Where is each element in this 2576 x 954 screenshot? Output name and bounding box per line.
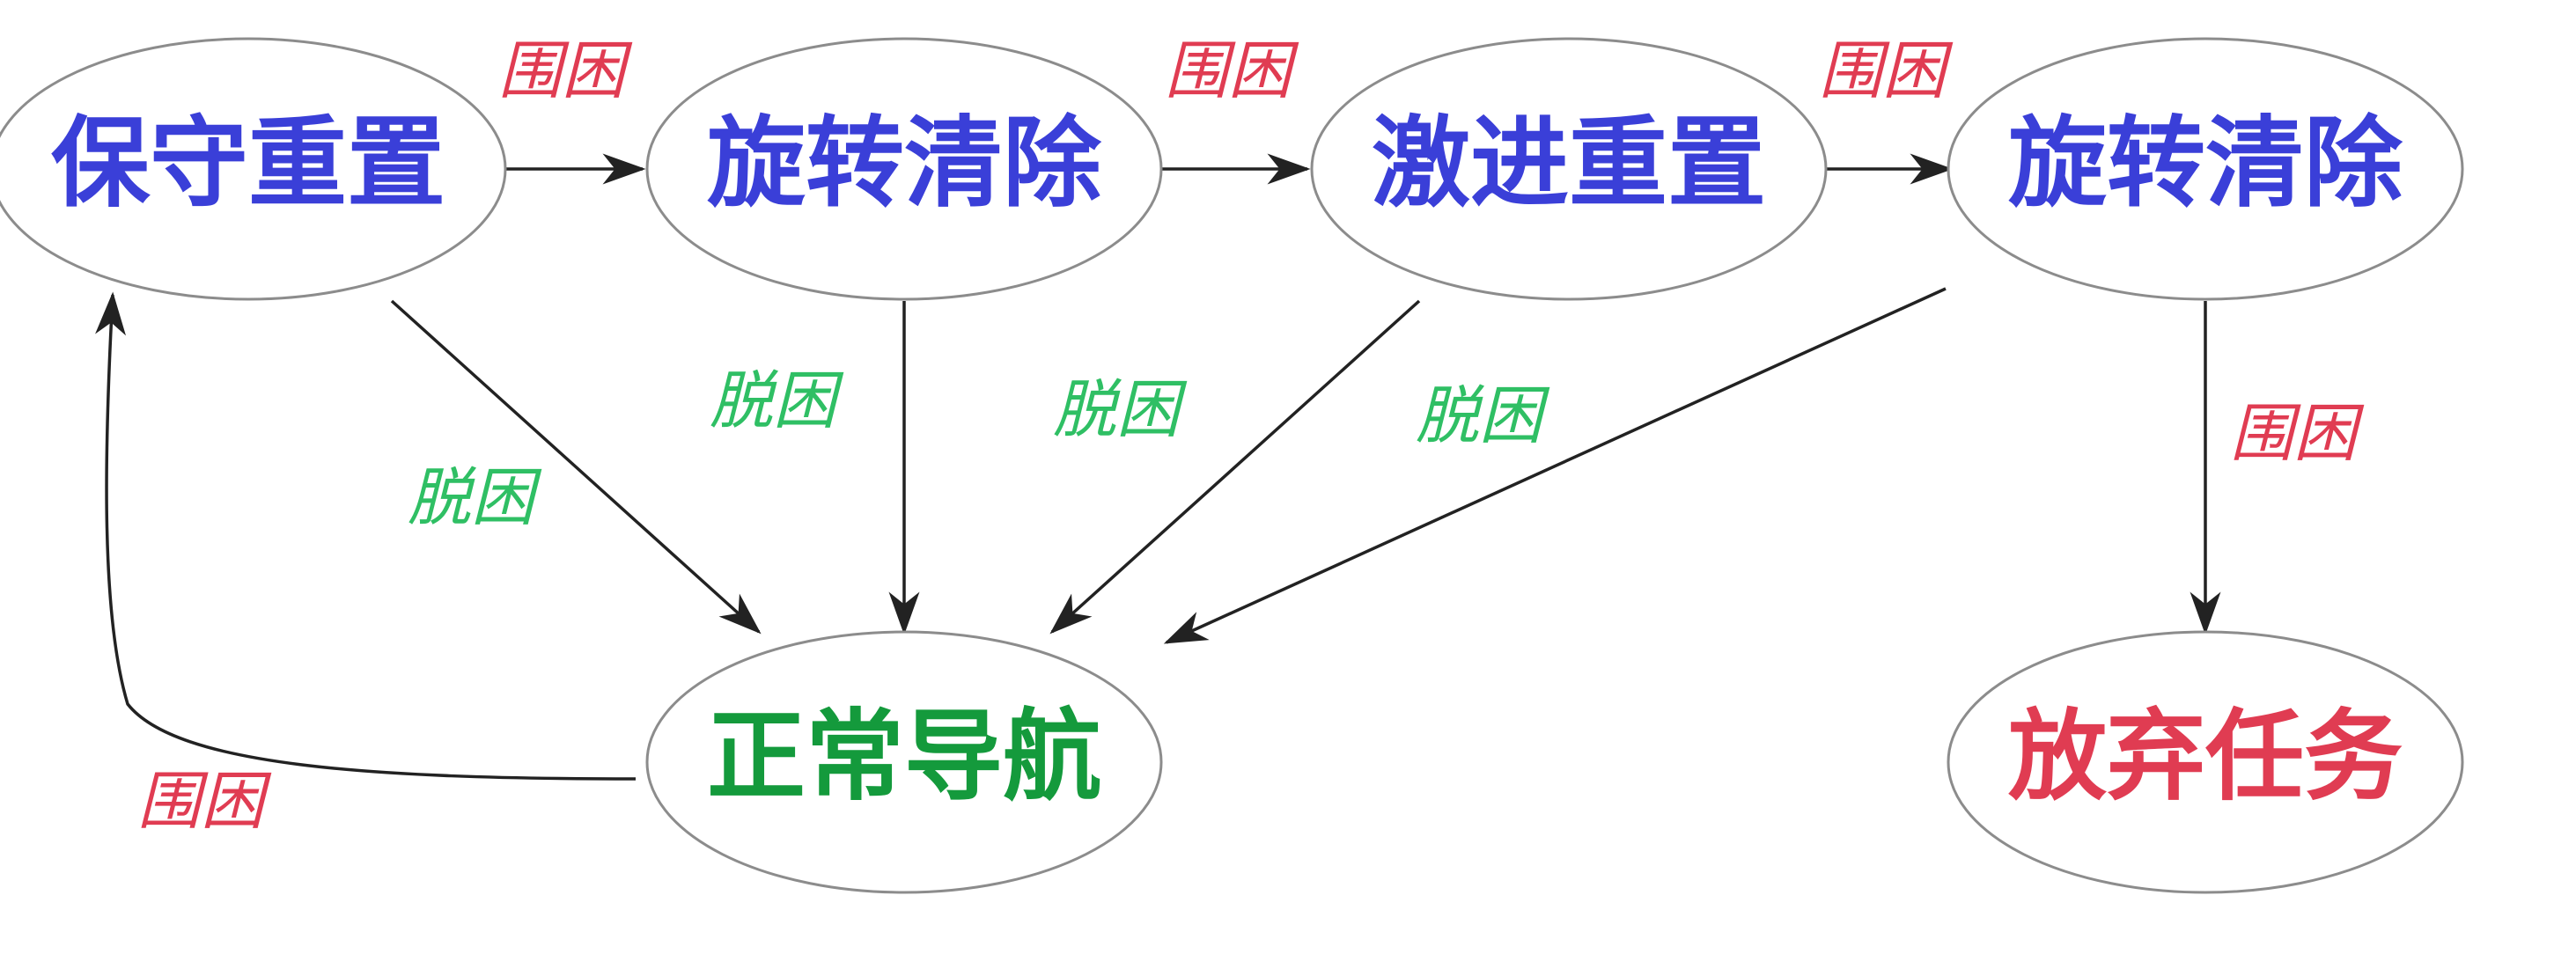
edge-label-escaped-3: 脱困 xyxy=(1053,372,1188,446)
edge-label-trapped-4: 围困 xyxy=(2230,396,2365,470)
edge-label-trapped-3: 围困 xyxy=(1819,33,1954,107)
edge-label-trapped-1: 围困 xyxy=(498,33,633,107)
node-normal-navigation: 正常导航 xyxy=(645,630,1163,894)
node-aggressive-reset: 激进重置 xyxy=(1310,37,1828,301)
node-abort-task: 放弃任务 xyxy=(1947,630,2464,894)
node-label-normal-navigation: 正常导航 xyxy=(707,700,1101,814)
nodes: 保守重置 旋转清除 激进重置 旋转清除 正常导航 放弃任务 xyxy=(0,37,2464,894)
node-label-conservative-reset: 保守重置 xyxy=(51,106,445,221)
edge-label-escaped-4: 脱困 xyxy=(1416,378,1550,452)
edge-label-trapped-5: 围困 xyxy=(137,764,272,838)
node-rotate-clear-1: 旋转清除 xyxy=(645,37,1163,301)
edge-labels: 围困 围困 围困 围困 围困 脱困 脱困 脱困 脱困 xyxy=(137,33,2365,838)
edge-label-trapped-2: 围困 xyxy=(1165,33,1299,107)
edge-conservative-to-normal xyxy=(390,299,762,635)
node-label-abort-task: 放弃任务 xyxy=(2008,700,2403,814)
edge-rotate2-to-normal xyxy=(1163,287,1947,644)
edge-label-escaped-2: 脱困 xyxy=(710,363,844,437)
node-label-rotate-clear-2: 旋转清除 xyxy=(2008,106,2403,221)
node-rotate-clear-2: 旋转清除 xyxy=(1947,37,2464,301)
node-conservative-reset: 保守重置 xyxy=(0,37,507,301)
edges xyxy=(95,153,2221,781)
node-label-aggressive-reset: 激进重置 xyxy=(1372,106,1766,221)
node-label-rotate-clear-1: 旋转清除 xyxy=(707,106,1102,221)
edge-normal-to-conservative xyxy=(95,291,637,781)
edge-label-escaped-1: 脱困 xyxy=(408,460,542,534)
edge-aggressive-to-normal xyxy=(1049,299,1421,635)
